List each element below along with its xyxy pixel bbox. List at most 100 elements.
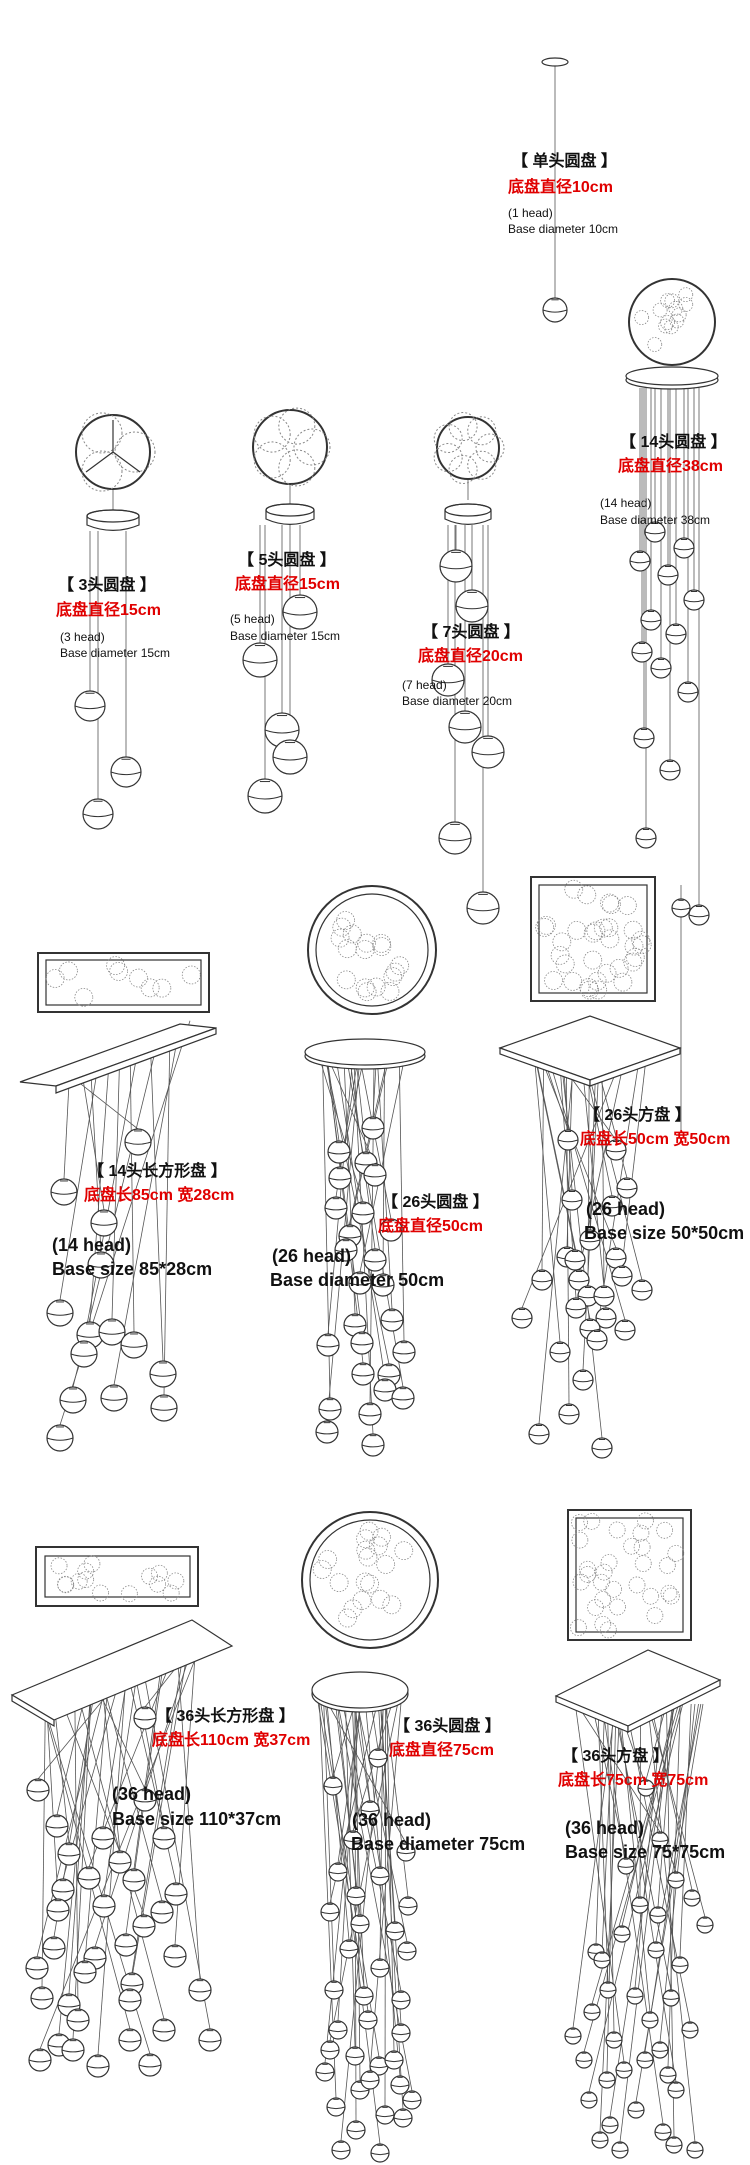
suspension-wire xyxy=(574,1703,625,2063)
bubble-pattern xyxy=(312,1560,332,1579)
pendant-ball xyxy=(591,2131,609,2149)
suspension-wire xyxy=(337,1701,358,2022)
pendant-ball xyxy=(42,1936,66,1960)
bubble-pattern xyxy=(634,310,650,325)
pendant-ball xyxy=(391,1386,415,1410)
bubble-pattern xyxy=(593,918,613,938)
pendant-ball xyxy=(100,1384,128,1412)
pendant-ball xyxy=(683,589,705,611)
thirtysix-round-en-head: (36 head) xyxy=(352,1810,432,1830)
pendant-ball xyxy=(346,1886,366,1906)
pendant-ball xyxy=(613,1925,631,1943)
top-view-square-inner xyxy=(575,1517,684,1633)
pendant-ball xyxy=(636,2051,654,2069)
thirtysix-rect-title: 【 36头长方形盘 】 xyxy=(156,1708,295,1725)
suspension-wire xyxy=(84,1665,110,1962)
pendant-ball xyxy=(118,2028,142,2052)
pendant-ball xyxy=(82,798,114,830)
pendant-ball xyxy=(439,549,473,583)
bubble-pattern xyxy=(664,293,680,309)
bubble-pattern xyxy=(330,928,350,948)
bubble-pattern xyxy=(343,1599,363,1619)
bubble-pattern xyxy=(140,978,160,998)
suspension-wire xyxy=(357,1701,371,1802)
bubble-pattern xyxy=(608,1521,626,1539)
fourteen-round-en-size: Base diameter 38cm xyxy=(600,513,711,527)
pendant-ball xyxy=(561,1189,583,1211)
bubble-pattern xyxy=(594,1615,612,1633)
pendant-ball xyxy=(323,1776,343,1796)
bubble-pattern xyxy=(583,950,603,970)
pendant-ball xyxy=(91,1826,115,1850)
bubble-pattern xyxy=(74,987,94,1007)
pendant-ball xyxy=(665,2136,683,2154)
pendant-ball xyxy=(264,712,300,748)
suspension-wire xyxy=(645,1703,667,1781)
pendant-ball xyxy=(396,1842,416,1862)
pendant-ball xyxy=(328,1862,348,1882)
top-view-spoke xyxy=(112,451,141,473)
suspension-wire xyxy=(655,1703,702,1943)
bubble-pattern xyxy=(628,1576,646,1594)
pendant-ball xyxy=(331,2140,351,2160)
pendant-ball xyxy=(677,681,699,703)
pendant-ball xyxy=(57,1842,81,1866)
bubble-pattern xyxy=(337,939,357,959)
suspension-wire xyxy=(595,1703,606,1945)
pendant-ball xyxy=(326,2097,346,2117)
pendant-ball xyxy=(667,2081,685,2099)
suspension-wire xyxy=(39,1631,207,2050)
pendant-ball xyxy=(334,1238,358,1262)
thirtysix-square-title: 【 36头方盘 】 xyxy=(562,1748,669,1765)
bubble-pattern xyxy=(152,978,172,998)
thirtysix-rect-en-head: (36 head) xyxy=(112,1784,192,1804)
pendant-ball xyxy=(370,1866,390,1886)
round-canopy xyxy=(86,509,140,531)
pendant-ball xyxy=(282,594,318,630)
bubble-pattern xyxy=(579,1560,596,1578)
suspension-wire xyxy=(384,1701,387,2107)
dashed-light-outline xyxy=(448,412,478,442)
single-head-en-size: Base diameter 10cm xyxy=(508,222,619,236)
pendant-ball xyxy=(644,521,666,543)
bubble-pattern xyxy=(567,920,587,940)
bubble-pattern xyxy=(609,1598,626,1616)
pendant-ball xyxy=(358,2010,378,2030)
bubble-pattern xyxy=(394,1541,414,1561)
bubble-pattern xyxy=(150,1564,168,1582)
pendant-ball xyxy=(391,2023,411,2043)
suspension-wire xyxy=(621,1049,648,1267)
pendant-ball xyxy=(402,2090,422,2110)
bubble-pattern xyxy=(577,885,597,905)
pendant-ball xyxy=(393,2108,413,2128)
five-head-title: 【 5头圆盘 】 xyxy=(238,552,336,569)
fourteen-rect-title: 【 14头长方形盘 】 xyxy=(88,1163,227,1180)
thirtysix-rect-size: 底盘长110cm 宽37cm xyxy=(152,1732,311,1749)
bubble-pattern xyxy=(358,1547,378,1567)
pendant-ball xyxy=(77,1866,101,1890)
bubble-pattern xyxy=(356,1540,376,1560)
pendant-ball xyxy=(651,1831,669,1849)
pendant-ball xyxy=(339,1939,359,1959)
square-canopy xyxy=(554,1649,722,1727)
dashed-light-outline xyxy=(253,415,291,453)
suspension-wire xyxy=(163,1027,171,1396)
pendant-ball xyxy=(531,1269,553,1291)
dashed-light-outline xyxy=(81,450,123,492)
pendant-ball xyxy=(149,1360,177,1388)
suspension-wire xyxy=(62,1660,126,1880)
seven-head-en-size: Base diameter 20cm xyxy=(402,694,513,708)
bubble-pattern xyxy=(613,972,633,992)
pendant-ball xyxy=(665,623,687,645)
single-head-en-head: (1 head) xyxy=(508,206,553,220)
bubble-pattern xyxy=(579,1566,596,1583)
suspension-wire xyxy=(533,1049,576,1251)
bubble-pattern xyxy=(678,287,694,303)
three-head-en-head: (3 head) xyxy=(60,630,105,644)
pendant-ball xyxy=(580,2091,598,2109)
pendant-ball xyxy=(542,297,568,323)
bubble-pattern xyxy=(338,1608,357,1628)
pendant-ball xyxy=(351,1201,375,1225)
pendant-ball xyxy=(647,1941,665,1959)
bubble-pattern xyxy=(59,961,78,981)
